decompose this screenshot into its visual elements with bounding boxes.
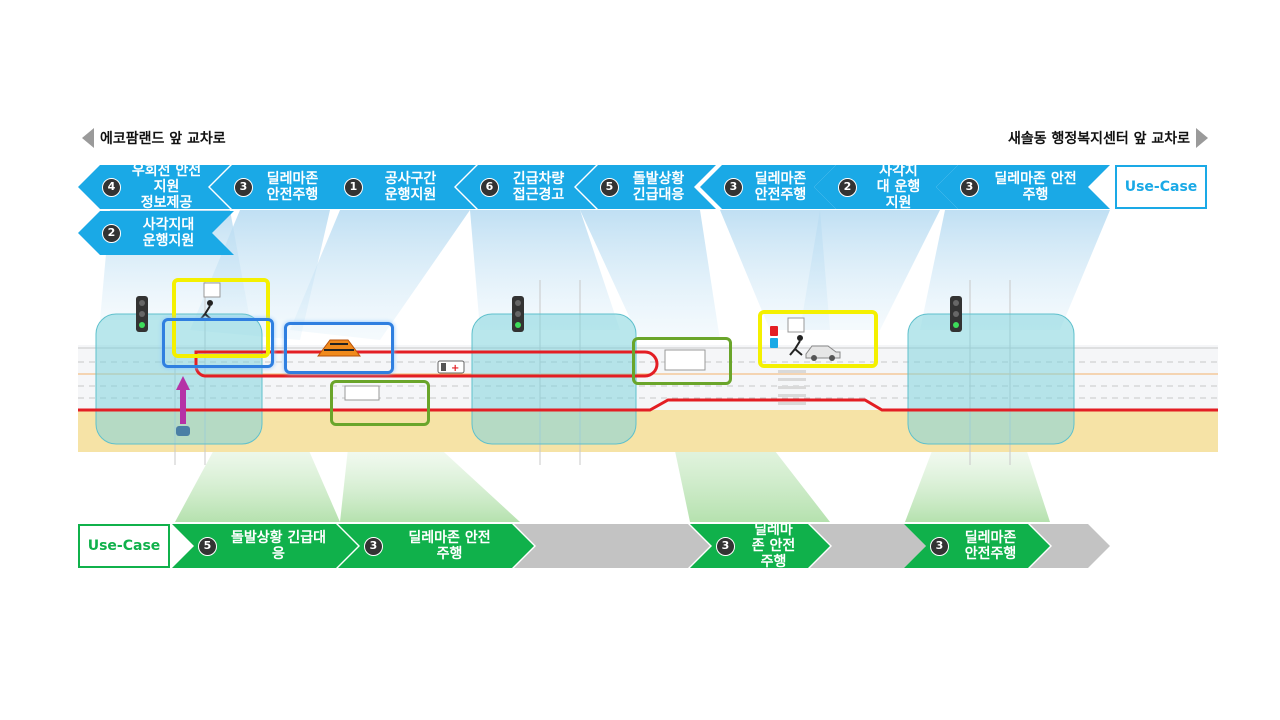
- bottom-step-2: 3 딜레마존 안전 주행: [338, 524, 534, 568]
- top-step-extra: 2 사각지대 운행지원: [78, 211, 234, 255]
- bottom-step-6: 3 딜레마존 안전주행: [904, 524, 1050, 568]
- step-label: 돌발상황 긴급대 응: [230, 529, 327, 562]
- vehicle-arrow-icon: [176, 376, 190, 436]
- step-number: 3: [364, 537, 383, 556]
- step-number: 3: [234, 178, 253, 197]
- route-line-main: [78, 398, 1218, 412]
- step-label: 사각지 대 운행 지원: [876, 165, 921, 209]
- endpoint-right-label: 새솔동 행정복지센터 앞 교차로: [1007, 131, 1190, 147]
- step-number: 5: [600, 178, 619, 197]
- step-number: 3: [724, 178, 743, 197]
- highlight-blue-construction: [284, 322, 394, 374]
- step-label: 공사구간 운행지원: [384, 170, 437, 203]
- step-label: 돌발상황 긴급대응: [632, 170, 685, 203]
- ambulance-icon: +: [437, 360, 465, 374]
- step-number: 3: [716, 537, 735, 556]
- step-label: 딜레마존 안전주행: [964, 529, 1017, 562]
- signal-red-icon: [770, 326, 778, 348]
- step-label: 딜레마존 안전주행: [266, 170, 319, 203]
- step-label: 긴급차량 접근경고: [512, 170, 565, 203]
- arrow-left-icon: [82, 128, 94, 148]
- step-number: 5: [198, 537, 217, 556]
- usecase-top-label: Use-Case: [1115, 165, 1207, 209]
- highlight-yellow-right: [758, 310, 878, 368]
- top-step-4: 6 긴급차량 접근경고: [456, 165, 596, 209]
- arrow-right-icon: [1196, 128, 1208, 148]
- crosswalk: [778, 370, 806, 405]
- endpoint-left-label: 에코팜랜드 앞 교차로: [100, 131, 226, 147]
- step-label: 딜레마존 안전 주행: [994, 170, 1077, 203]
- sign-icon: [203, 282, 805, 401]
- car-icon: [805, 345, 841, 361]
- top-step-8: 3 딜레마존 안전 주행: [936, 165, 1110, 209]
- step-label: 우회전 안전지원 정보제공: [131, 165, 202, 209]
- step-label: 딜레마 존 안전 주행: [751, 524, 796, 568]
- top-step-3: 1 공사구간 운행지원: [320, 165, 476, 209]
- highlight-green-center: [632, 337, 732, 385]
- step-number: 2: [838, 178, 857, 197]
- step-label: 딜레마존 안전 주행: [408, 529, 491, 562]
- top-step-1: 4 우회전 안전지원 정보제공: [78, 165, 230, 209]
- step-number: 4: [102, 178, 121, 197]
- step-number: 2: [102, 224, 121, 243]
- bottom-step-3: [514, 524, 710, 568]
- traffic-light-right: [950, 296, 962, 332]
- pedestrian-icon-2: [789, 335, 803, 356]
- top-step-6: 3 딜레마존 안전주행: [700, 165, 836, 209]
- bottom-step-4: 3 딜레마 존 안전 주행: [690, 524, 830, 568]
- top-projection-beams: [100, 210, 1110, 340]
- highlight-green-left: [330, 380, 430, 426]
- step-label: 딜레마존 안전주행: [754, 170, 807, 203]
- traffic-light-center: [512, 296, 524, 332]
- svg-text:+: +: [451, 363, 459, 374]
- top-step-5: 5 돌발상황 긴급대응: [576, 165, 716, 209]
- construction-barricade-icon: [317, 339, 361, 357]
- route-line-loop: [194, 350, 659, 378]
- step-number: 3: [930, 537, 949, 556]
- endpoint-right: 새솔동 행정복지센터 앞 교차로: [1008, 128, 1208, 148]
- traffic-light-left: [136, 296, 148, 332]
- highlight-blue-left: [162, 318, 274, 368]
- step-number: 1: [344, 178, 363, 197]
- step-number: 6: [480, 178, 499, 197]
- bottom-step-1: 5 돌발상황 긴급대 응: [172, 524, 358, 568]
- top-step-7: 2 사각지 대 운행 지원: [814, 165, 958, 209]
- step-number: 3: [960, 178, 979, 197]
- endpoint-left: 에코팜랜드 앞 교차로: [82, 128, 226, 148]
- usecase-bottom-label: Use-Case: [78, 524, 170, 568]
- step-label: 사각지대 운행지원: [142, 216, 195, 249]
